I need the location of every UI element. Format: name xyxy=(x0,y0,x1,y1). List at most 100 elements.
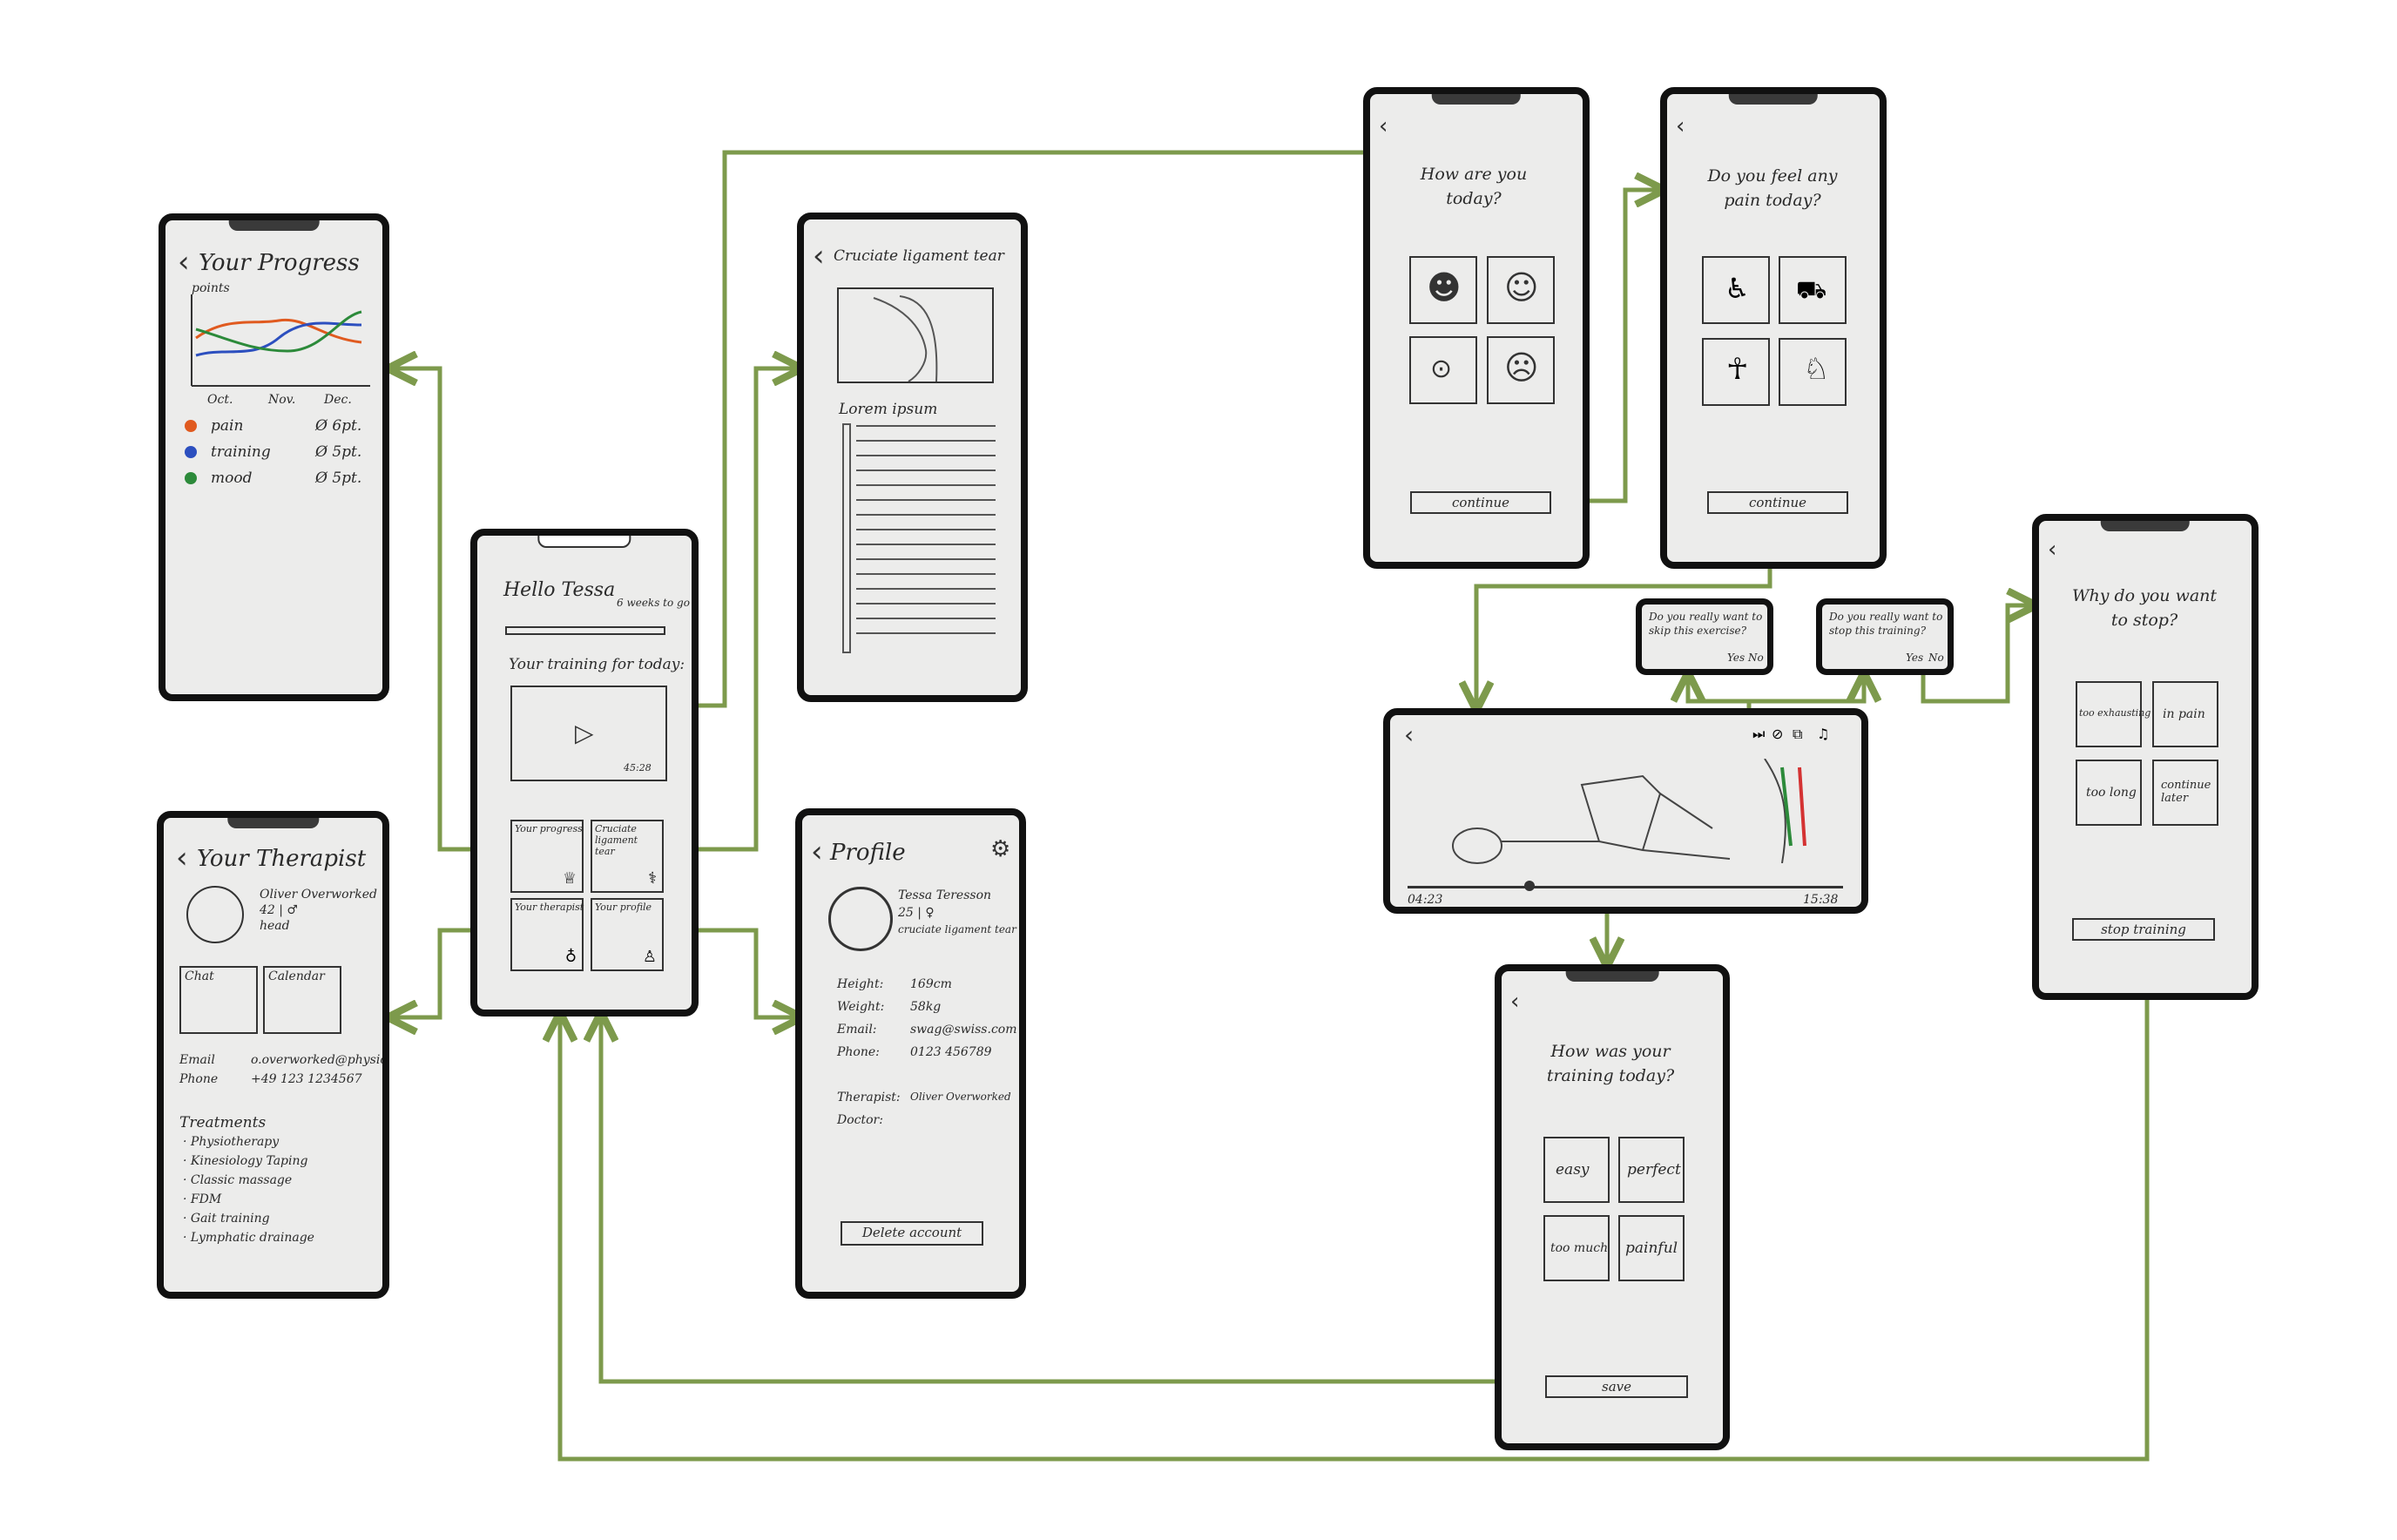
neutral-face-icon: ⊙ xyxy=(1430,354,1453,384)
video-seek-handle[interactable] xyxy=(1524,881,1535,891)
mood-happy[interactable]: ☺ xyxy=(1487,256,1555,324)
standing-person-icon: ☥ xyxy=(1726,352,1749,387)
profile-avatar[interactable] xyxy=(828,887,893,951)
tile-label: Your progress xyxy=(515,823,583,834)
text-line xyxy=(856,632,996,634)
feedback-option[interactable]: too much xyxy=(1543,1215,1610,1281)
sitting-person-icon: ♿ xyxy=(1725,272,1750,305)
legend-value: Ø 6pt. xyxy=(315,417,362,435)
mood-screen: ‹ How are you today? ☻ ☺ ⊙ ☹ continue xyxy=(1363,87,1590,569)
field-label: Therapist: xyxy=(837,1091,901,1104)
settings-icon[interactable]: ⚙ xyxy=(990,836,1011,862)
back-icon[interactable]: ‹ xyxy=(811,834,823,869)
text-line xyxy=(856,514,996,516)
tile-label: Your therapist xyxy=(515,902,584,913)
stop-icon[interactable]: ⊘ xyxy=(1772,726,1784,742)
back-icon[interactable]: ‹ xyxy=(813,239,825,274)
article-title: Cruciate ligament tear xyxy=(834,247,1004,265)
text-line xyxy=(856,603,996,605)
profile-screen: ‹ Profile ⚙ Tessa Teresson 25 | ♀ crucia… xyxy=(795,808,1026,1299)
tile-therapist[interactable]: Your therapist ♁ xyxy=(510,898,584,971)
field-label: Height: xyxy=(837,977,884,991)
feedback-option[interactable]: easy xyxy=(1543,1137,1610,1203)
continue-button[interactable]: continue xyxy=(1410,491,1551,514)
reason-option[interactable]: continue later xyxy=(2152,760,2218,826)
field-value: 58kg xyxy=(910,1000,942,1014)
phone-notch xyxy=(2100,521,2191,531)
sad-face-icon: ☹ xyxy=(1504,348,1539,387)
arrow-home-to-profile xyxy=(697,928,800,1017)
why-stop-question: Why do you want to stop? xyxy=(2071,586,2218,630)
mood-sad[interactable]: ☹ xyxy=(1487,336,1555,404)
pain-screen: ‹ Do you feel any pain today? ♿ ⛟ ☥ ♘ co… xyxy=(1660,87,1887,569)
reason-option[interactable]: too long xyxy=(2076,760,2142,826)
back-icon[interactable]: ‹ xyxy=(1510,989,1520,1015)
mood-neutral[interactable]: ⊙ xyxy=(1409,336,1477,404)
total-time: 15:38 xyxy=(1803,893,1839,907)
feedback-label: too much xyxy=(1550,1241,1609,1255)
reason-option[interactable]: in pain xyxy=(2152,681,2218,747)
back-icon[interactable]: ‹ xyxy=(1676,113,1685,139)
scrollbar[interactable] xyxy=(842,423,851,653)
training-video[interactable]: ▷ 45:28 xyxy=(510,686,667,781)
arrow-home-to-mood xyxy=(697,150,1366,708)
no-button[interactable]: No xyxy=(1928,652,1944,664)
yes-button[interactable]: Yes xyxy=(1906,652,1924,664)
weeks-to-go: 6 weeks to go xyxy=(617,597,690,609)
tile-profile[interactable]: Your profile ♙ xyxy=(591,898,664,971)
pain-question: Do you feel any pain today? xyxy=(1707,166,1838,210)
chat-tile[interactable]: Chat xyxy=(179,966,258,1034)
tile-cruciate[interactable]: Cruciate ligament tear ⚕ xyxy=(591,820,664,893)
treatment-item: · Physiotherapy xyxy=(183,1135,280,1149)
pain-standing[interactable]: ☥ xyxy=(1702,338,1770,406)
arrow-save-to-home xyxy=(601,1015,1542,1384)
tile-label: Your profile xyxy=(595,902,652,913)
x-tick: Dec. xyxy=(324,393,352,407)
back-icon[interactable]: ‹ xyxy=(176,841,188,875)
knee-image xyxy=(837,287,994,383)
back-icon[interactable]: ‹ xyxy=(178,245,190,280)
pain-sitting[interactable]: ♿ xyxy=(1702,256,1770,324)
tile-progress[interactable]: Your progress ♕ xyxy=(510,820,584,893)
text-line xyxy=(856,558,996,560)
feedback-option[interactable]: perfect xyxy=(1618,1137,1685,1203)
legend-label: mood xyxy=(211,469,253,487)
play-icon[interactable]: ▷ xyxy=(575,719,594,747)
field-value: 0123 456789 xyxy=(910,1045,992,1059)
mood-very-happy[interactable]: ☻ xyxy=(1409,256,1477,324)
calendar-tile[interactable]: Calendar xyxy=(263,966,341,1034)
video-seek-track[interactable] xyxy=(1408,886,1843,888)
voice-icon[interactable]: ♫ xyxy=(1817,726,1830,742)
text-line xyxy=(856,573,996,575)
cast-icon[interactable]: ⧉ xyxy=(1793,726,1803,742)
reason-option[interactable]: too exhausting xyxy=(2076,681,2151,747)
field-label: Weight: xyxy=(837,1000,885,1014)
treatment-item: · Kinesiology Taping xyxy=(183,1154,308,1168)
elapsed-time: 04:23 xyxy=(1408,893,1443,907)
phone-notch xyxy=(1565,971,1659,982)
progress-screen: ‹ Your Progress points Oct. Nov. Dec. pa… xyxy=(159,213,389,701)
no-button[interactable]: No xyxy=(1748,652,1764,664)
phone-notch xyxy=(228,220,320,231)
avatar xyxy=(186,886,244,943)
back-icon[interactable]: ‹ xyxy=(2048,537,2057,563)
article-screen: ‹ Cruciate ligament tear Lorem ipsum xyxy=(797,213,1028,702)
pain-lying[interactable]: ⛟ xyxy=(1779,256,1847,324)
pain-walking[interactable]: ♘ xyxy=(1779,338,1847,406)
back-icon[interactable]: ‹ xyxy=(1379,113,1388,139)
legend-value: Ø 5pt. xyxy=(315,469,362,487)
text-line xyxy=(856,440,996,442)
text-line xyxy=(856,499,996,501)
knee-sketch xyxy=(873,295,938,382)
person-icon: ♙ xyxy=(642,948,657,966)
skip-icon[interactable]: ⏭ xyxy=(1752,726,1766,742)
delete-account-button[interactable]: Delete account xyxy=(841,1221,983,1246)
continue-button[interactable]: continue xyxy=(1707,491,1848,514)
profile-diagnosis: cruciate ligament tear xyxy=(898,923,1016,935)
save-button[interactable]: save xyxy=(1545,1375,1688,1398)
stop-training-button[interactable]: stop training xyxy=(2072,918,2215,941)
yes-button[interactable]: Yes xyxy=(1727,652,1745,664)
feedback-option[interactable]: painful xyxy=(1618,1215,1685,1281)
back-icon[interactable]: ‹ xyxy=(1404,720,1415,749)
arrow-stop-to-why xyxy=(1921,605,2034,704)
